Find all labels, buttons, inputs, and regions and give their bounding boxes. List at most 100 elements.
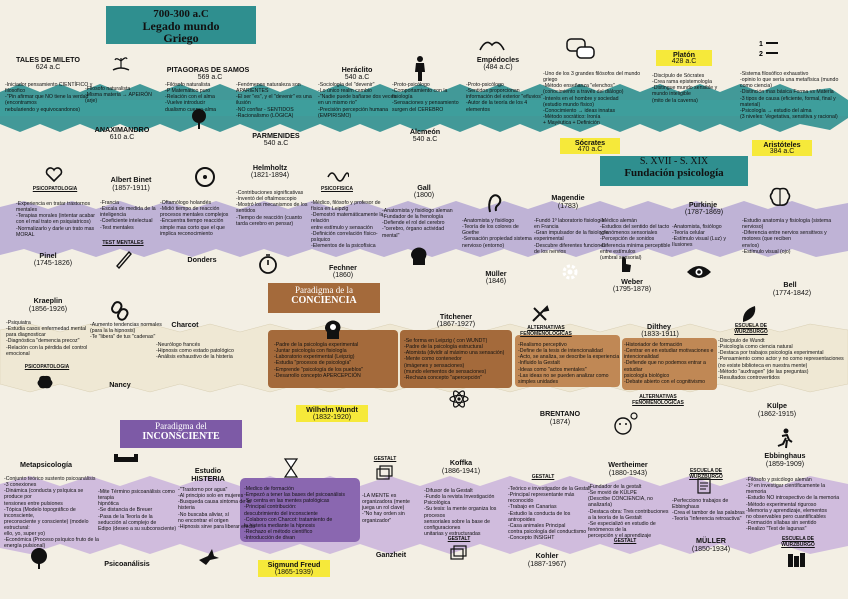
brentano-name: BRENTANO [539, 409, 581, 418]
parmenides-text: -Fenómenos naturaleza son APARIENTES -El… [236, 82, 312, 119]
tales-name: TALES DE MILETO [15, 55, 81, 64]
test-label: TEST MENTALES [102, 240, 144, 246]
koffka-name: Koffka [449, 458, 473, 467]
pinel-date: (1745-1826) [33, 260, 73, 267]
charcot-text: -Neurólogo francés -Hipnosis como estado… [156, 342, 234, 361]
aristoteles-name: Aristóteles [752, 140, 812, 150]
kohler-date: (1887-1967) [527, 561, 567, 568]
nancy-text: -Aumento tendencias normales (para la la… [90, 322, 162, 341]
gall-text: -Anatomista y fisiólogo aleman -Fundador… [382, 208, 453, 239]
empedocles-text: -Proto-psicólogo -Sentidos proporcionan … [466, 82, 543, 113]
weber-text: -Médico alemán -Estudios del sentido del… [600, 218, 671, 261]
heraclito-name: Heráclito [341, 65, 373, 74]
psico-era: S. XVII - S. XIX [639, 156, 709, 167]
escuela-label: ESCUELA DE WURZBURGO [734, 323, 768, 335]
brain-tree-icon [31, 548, 47, 569]
titchener-panel [400, 330, 512, 388]
bell-text: -Estudio anatomía y fisiología (sistema … [742, 218, 832, 255]
hourglass-icon [283, 458, 299, 478]
psicoanalisis-name: Psicoanálisis [104, 559, 150, 568]
alcmeon-text: -Proto-psicólogo -Comportamiento con la … [392, 82, 459, 113]
anaximandro-date: 610 a.C [109, 134, 135, 141]
empedocles-name: Empédocles [476, 55, 520, 64]
psicoanalisis-text: -Mite Término psicoanálisis como terapia… [98, 489, 177, 532]
gear-icon [562, 264, 578, 280]
gestalt-label-1: GESTALT [373, 456, 397, 462]
kraeplin-text: -Psiquiatra -Estudia casos enfermedad me… [6, 320, 88, 357]
purkinje-date: (1787-1869) [684, 209, 724, 216]
psicopatologia-label: PSICOPATOLOGIA [32, 186, 78, 192]
aristoteles-text: -Sistema filosófico exhaustivo -opinio l… [740, 71, 839, 120]
head-gear-icon [325, 320, 341, 339]
person-icon [415, 56, 425, 81]
magendie-date: (1783) [557, 203, 579, 210]
nancy-name: Nancy [109, 380, 131, 389]
greek-ribbon [0, 84, 848, 132]
ganzheit-name: Ganzheit [375, 550, 407, 559]
kohler-name: Kohler [535, 551, 559, 560]
weber-date: (1795-1878) [612, 286, 652, 293]
estudio-name: Estudio HISTERIA [191, 466, 225, 483]
heraclito-text: -Sociología del "devenir" -Lo único real… [318, 82, 396, 119]
gall-name: Gall [417, 183, 431, 192]
tales-text: -Iniciador pensamiento CIENTÍFICO y filo… [5, 82, 93, 113]
inconsciente-ribbon [0, 476, 848, 554]
fechner-text: -Médico, filósofo y profesor de física e… [311, 200, 384, 249]
fechner-name: Fechner [329, 263, 357, 272]
eye-icon [687, 266, 711, 278]
touch-icon [622, 257, 631, 272]
inconsciente-small: Paradigma del [155, 421, 207, 431]
psicopatologia2-label: PSICOPATOLOGIA [24, 364, 70, 370]
parmenides-date: 540 a.C [263, 140, 289, 147]
kraeplin-name: Kraeplin [33, 296, 63, 305]
tales-date: 624 a.C [35, 64, 61, 71]
alcmeon-name: Alcmeón [409, 127, 441, 136]
muller2-text: -Perfecciono trabajos de Ebbinghaus -Cre… [672, 498, 745, 523]
conciencia-small: Paradigma de la [295, 285, 353, 295]
ganzheit-text: -LA MENTE es organizadora (mente juega u… [362, 493, 410, 524]
socrates-date: 470 a.C [560, 146, 620, 154]
muller-date: (1846) [485, 278, 507, 285]
cube-icon [376, 465, 393, 480]
plant-hand-icon [112, 57, 130, 71]
cube2-icon [450, 545, 467, 560]
muller-name: Müller [485, 269, 507, 278]
ebbinghaus-date: (1859-1909) [765, 461, 805, 468]
binet-name: Albert Binet [110, 175, 152, 184]
titchener-date: (1867-1927) [436, 321, 476, 328]
socrates-text: -Uno de los 3 grandes filósofos del mund… [543, 71, 641, 126]
speech-icon [566, 38, 595, 59]
wundt-text: -Padre de la psicología experimental -Ju… [274, 342, 364, 379]
charcot-name: Charcot [171, 320, 199, 329]
kohler-text: -Teórico e investigador de la Gestalt -P… [508, 486, 591, 541]
alcmeon-date: 540 a.C [412, 136, 438, 143]
freud-name: Sigmund Freud [258, 560, 330, 570]
greek-title-1: Legado mundo [142, 19, 220, 33]
escuela2-label: ESCUELA DE WURZBURGO [689, 468, 723, 480]
magendie-name: Magendie [551, 193, 585, 202]
titchener-text: -Se forma en Leipzig ( con WUNDT) -Padre… [404, 338, 505, 381]
hands-icon [479, 41, 505, 51]
waves-icon [327, 172, 349, 182]
paper-icon [697, 478, 711, 494]
gall-date: (1800) [413, 192, 435, 199]
freud-panel [240, 478, 360, 542]
gestalt-label-2: GESTALT [447, 536, 471, 542]
koffka-text: -Difusor de la Gestalt -Fundo la revista… [424, 488, 497, 537]
magendie-text: -Fundó 1º laboratorio fisiología en Fran… [534, 218, 609, 255]
wheel-icon [195, 167, 215, 187]
dilthey-date: (1833-1911) [641, 331, 679, 338]
muller-text: -Anatomista y fisiólogo -Teoría de los c… [462, 218, 532, 249]
platon-date: 428 a.C [656, 58, 712, 66]
brain-icon [769, 187, 791, 206]
helmholtz-text: -Contribuciones significativas -Inventó … [236, 190, 308, 227]
brentano-text: -Realismo perceptivo -Define de la tesis… [518, 342, 620, 385]
heart-hands-icon [45, 167, 63, 183]
timer-icon [259, 254, 277, 274]
couch-icon [114, 454, 138, 462]
wundt-panel [268, 330, 398, 388]
binet-text: -Francia -Escala de medida de la intelig… [100, 200, 156, 231]
alternativas2-label: ALTERNATIVAS FENOMENOLÓGICAS [632, 394, 684, 406]
dilthey-panel [622, 338, 717, 390]
anaximandro-name: ANAXIMANDRO [94, 125, 150, 134]
